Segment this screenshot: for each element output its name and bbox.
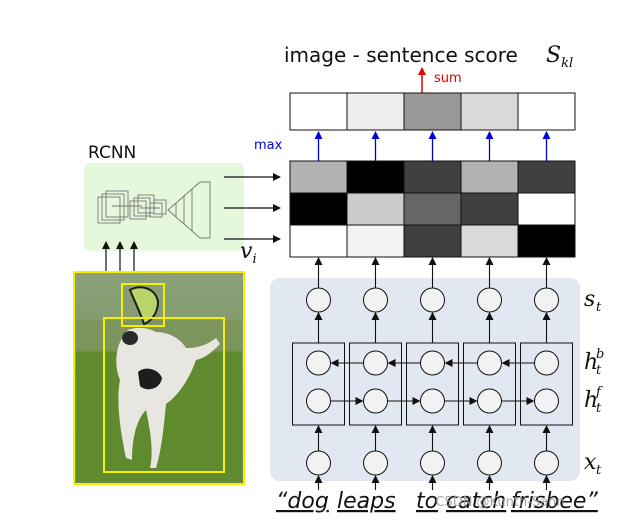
rnn-units xyxy=(292,257,573,490)
svg-text:t: t xyxy=(596,401,602,416)
alignment-matrix xyxy=(289,160,576,258)
rcnn-panel xyxy=(84,163,244,251)
dog-photo xyxy=(73,271,245,485)
diagram-title: image - sentence score xyxy=(284,43,518,67)
hf-node-1 xyxy=(306,388,331,414)
svg-text:t: t xyxy=(596,363,602,378)
hb-node-1 xyxy=(306,350,331,376)
hb-node-2 xyxy=(363,350,388,376)
svg-text:b: b xyxy=(596,347,604,362)
score-cell-3 xyxy=(403,92,462,131)
hf-node-5 xyxy=(534,388,559,414)
svg-text:s: s xyxy=(584,287,595,312)
s-node-4 xyxy=(477,287,502,313)
matrix-cell-r1-c1 xyxy=(289,160,348,194)
v-symbol: vi xyxy=(240,239,257,267)
hf-node-3 xyxy=(420,388,445,414)
score-row xyxy=(289,92,576,131)
x-node-3 xyxy=(420,450,445,476)
x-node-1 xyxy=(306,450,331,476)
word-1: “dog xyxy=(276,489,329,514)
s-node-2 xyxy=(363,287,388,313)
sum-label: sum xyxy=(434,71,462,86)
matrix-cell-r3-c1 xyxy=(289,224,348,258)
matrix-cell-r3-c4 xyxy=(460,224,519,258)
matrix-cell-r2-c1 xyxy=(289,192,348,226)
matrix-cell-r1-c5 xyxy=(517,160,576,194)
matrix-cell-r1-c3 xyxy=(403,160,462,194)
matrix-cell-r1-c4 xyxy=(460,160,519,194)
row-label-3: hft xyxy=(584,385,603,416)
matrix-cell-r2-c4 xyxy=(460,192,519,226)
s-node-1 xyxy=(306,287,331,313)
watermark: CSDN @Kunth-Sann xyxy=(435,495,564,510)
svg-text:h: h xyxy=(584,350,598,375)
word-2: leaps xyxy=(337,489,396,514)
matrix-cell-r3-c2 xyxy=(346,224,405,258)
matrix-cell-r1-c2 xyxy=(346,160,405,194)
rnn-panel xyxy=(270,278,580,481)
word-5: frisbee” xyxy=(511,489,598,514)
matrix-cell-r2-c3 xyxy=(403,192,462,226)
matrix-cell-r2-c5 xyxy=(517,192,576,226)
svg-text:t: t xyxy=(596,463,602,478)
dog-bbox xyxy=(103,317,225,473)
hb-node-5 xyxy=(534,350,559,376)
x-node-4 xyxy=(477,450,502,476)
cnn-network-icon xyxy=(97,181,211,239)
hf-node-2 xyxy=(363,388,388,414)
score-cell-2 xyxy=(346,92,405,131)
matrix-cell-r2-c2 xyxy=(346,192,405,226)
word-4: catch xyxy=(446,489,506,514)
score-cell-4 xyxy=(460,92,519,131)
score-symbol: Skl xyxy=(546,43,573,71)
s-node-3 xyxy=(420,287,445,313)
row-label-2: hbt xyxy=(584,347,604,378)
s-node-5 xyxy=(534,287,559,313)
svg-text:f: f xyxy=(595,385,603,400)
hb-node-3 xyxy=(420,350,445,376)
x-node-2 xyxy=(363,450,388,476)
max-label: max xyxy=(254,138,283,153)
matrix-cell-r3-c3 xyxy=(403,224,462,258)
score-cell-1 xyxy=(289,92,348,131)
x-node-5 xyxy=(534,450,559,476)
rcnn-label: RCNN xyxy=(88,143,136,163)
svg-text:x: x xyxy=(584,450,597,475)
word-3: to xyxy=(416,489,438,514)
frisbee-bbox xyxy=(121,283,165,327)
hb-node-4 xyxy=(477,350,502,376)
svg-text:t: t xyxy=(596,300,602,315)
score-cell-5 xyxy=(517,92,576,131)
hf-node-4 xyxy=(477,388,502,414)
max-arrows xyxy=(314,131,551,161)
matrix-cell-r3-c5 xyxy=(517,224,576,258)
svg-text:h: h xyxy=(584,388,598,413)
